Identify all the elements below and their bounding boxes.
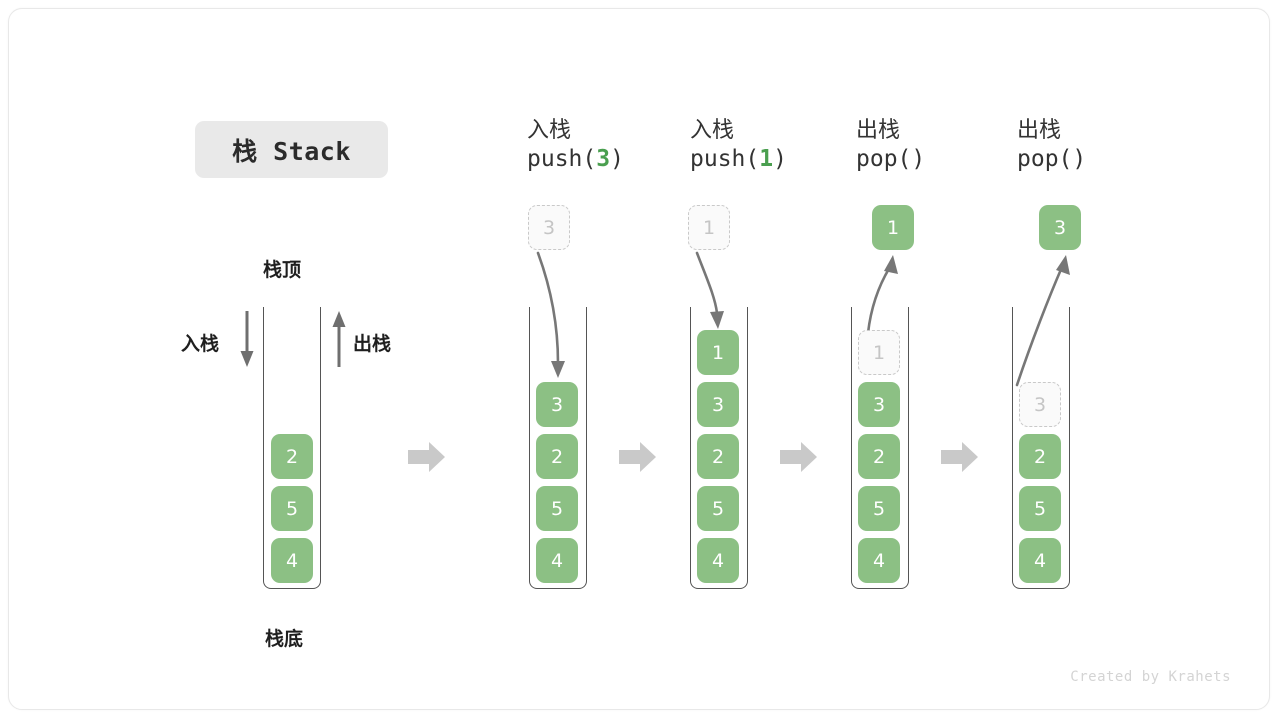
stack-cell: 5	[858, 486, 900, 531]
stack-cell: 4	[536, 538, 578, 583]
stack-container-pop-3	[1012, 307, 1070, 589]
code-prefix: push(	[690, 146, 760, 173]
column-caption-push-1: 入栈 push(1)	[690, 117, 860, 175]
stack-cell: 4	[271, 538, 313, 583]
flow-arrow-icon	[941, 441, 979, 473]
caption-cn: 出栈	[1017, 118, 1062, 143]
stack-cell: 4	[1019, 538, 1061, 583]
column-caption-pop-1: 出栈 pop()	[856, 117, 1026, 175]
stack-cell: 3	[858, 382, 900, 427]
caption-code: pop()	[856, 145, 1026, 174]
push-direction-label: 入栈	[181, 333, 220, 355]
stack-cell: 2	[536, 434, 578, 479]
code-suffix: )	[610, 146, 624, 173]
caption-cn: 出栈	[856, 118, 901, 143]
stack-cell-ghost: 3	[1019, 382, 1061, 427]
pop-direction-label: 出栈	[353, 333, 392, 355]
push-motion-arrow-icon	[534, 251, 584, 390]
caption-cn: 入栈	[690, 118, 735, 143]
push-arrow-down-icon	[237, 309, 257, 373]
pop-arrow-up-icon	[329, 309, 349, 373]
code-prefix: pop(	[1017, 146, 1073, 173]
stack-cell: 4	[858, 538, 900, 583]
code-suffix: )	[1072, 146, 1087, 173]
stack-cell: 5	[271, 486, 313, 531]
floating-element-ghost: 1	[688, 205, 730, 250]
page-title: 栈 Stack	[232, 136, 351, 166]
stack-cell: 3	[536, 382, 578, 427]
stack-bottom-label: 栈底	[265, 628, 304, 650]
popped-element: 3	[1039, 205, 1081, 250]
code-prefix: pop(	[856, 146, 912, 173]
column-caption-push-3: 入栈 push(3)	[527, 117, 697, 175]
caption-cn: 入栈	[527, 118, 572, 143]
code-suffix: )	[773, 146, 787, 173]
code-arg: 1	[759, 146, 774, 173]
stack-cell: 5	[1019, 486, 1061, 531]
code-prefix: push(	[527, 146, 597, 173]
caption-code: pop()	[1017, 145, 1187, 174]
code-arg: 3	[596, 146, 611, 173]
push-motion-arrow-icon	[693, 251, 743, 340]
stack-container-push-3	[529, 307, 587, 589]
stack-cell: 3	[697, 382, 739, 427]
floating-element-ghost: 3	[528, 205, 570, 250]
stack-cell: 2	[697, 434, 739, 479]
diagram-title-chip: 栈 Stack	[195, 121, 388, 178]
flow-arrow-icon	[408, 441, 446, 473]
flow-arrow-icon	[619, 441, 657, 473]
diagram-card: 栈 Stack 栈顶 入栈 出栈 2 5 4 栈底 入栈 push(3)	[8, 8, 1270, 710]
stack-container-initial	[263, 307, 321, 589]
stack-cell: 5	[536, 486, 578, 531]
stack-top-label: 栈顶	[263, 259, 302, 281]
column-caption-pop-3: 出栈 pop()	[1017, 117, 1187, 175]
flow-arrow-icon	[780, 441, 818, 473]
pop-motion-arrow-icon	[1009, 255, 1079, 391]
stack-container-pop-1	[851, 307, 909, 589]
stack-cell: 2	[1019, 434, 1061, 479]
stack-cell: 2	[858, 434, 900, 479]
pop-motion-arrow-icon	[854, 255, 909, 339]
stack-container-push-1	[690, 307, 748, 589]
stack-cell: 4	[697, 538, 739, 583]
caption-code: push(1)	[690, 145, 860, 174]
stack-cell-ghost: 1	[858, 330, 900, 375]
caption-code: push(3)	[527, 145, 697, 174]
popped-element: 1	[872, 205, 914, 250]
stack-cell: 1	[697, 330, 739, 375]
credit-watermark: Created by Krahets	[1070, 669, 1231, 685]
stack-cell: 5	[697, 486, 739, 531]
code-suffix: )	[911, 146, 926, 173]
stack-cell: 2	[271, 434, 313, 479]
